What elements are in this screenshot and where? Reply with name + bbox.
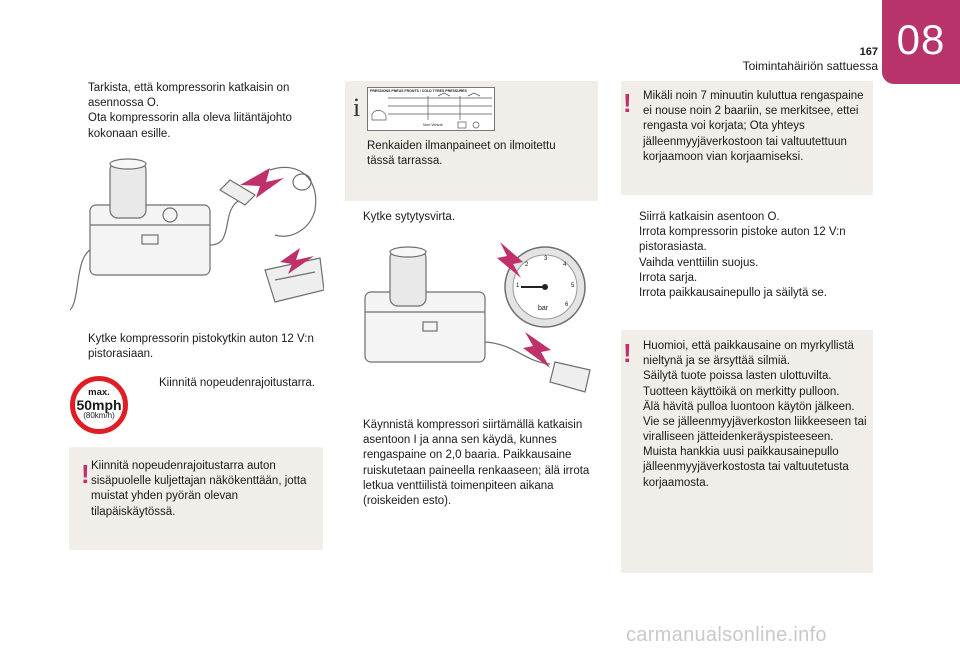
- speed-bullet-list: Kiinnitä nopeudenrajoitustarra.: [141, 376, 326, 391]
- list-item: Ota kompressorin alla oleva liitäntäjoht…: [88, 112, 292, 140]
- compressor-plug-illustration: [69, 150, 325, 318]
- gauge-tick: 3: [544, 256, 548, 262]
- watermark: carmanualsonline.info: [626, 624, 827, 646]
- warning-text: Huomioi, että paikkausaine on myrkyllist…: [643, 340, 867, 489]
- gauge-tick: 6: [565, 302, 569, 308]
- speed-sign-kmh: (80km/h): [83, 410, 115, 420]
- gauge-tick: 5: [571, 283, 575, 289]
- warning-text: Kiinnitä nopeudenrajoitustarra auton sis…: [91, 460, 307, 518]
- list-item: Siirrä katkaisin asentoon O.: [639, 211, 780, 223]
- compressor-gauge-illustration: bar 1 2 3 4 5 6: [345, 232, 599, 402]
- finish-bullet-list: Siirrä katkaisin asentoon O. Irrota komp…: [621, 210, 871, 301]
- gauge-tick: 2: [525, 262, 529, 268]
- list-item: Irrota paikkausainepullo ja säilytä se.: [639, 286, 827, 299]
- warning-text: Mikäli noin 7 minuutin kuluttua rengaspa…: [643, 90, 864, 163]
- info-box-tyre-label: i PRESSIONS PNEUS FRONTS / COLD TYRES PR…: [345, 81, 598, 201]
- start-bullet-list: Käynnistä kompressori siirtämällä katkai…: [345, 418, 600, 509]
- intro-bullet-list: Tarkista, että kompressorin katkaisin on…: [70, 81, 320, 142]
- speed-sign-mph: 50mph: [76, 396, 122, 413]
- page-number: 167: [859, 46, 878, 58]
- list-item: Irrota sarja.: [639, 271, 698, 284]
- speed-sign-max: max.: [88, 387, 110, 398]
- warning-icon: !: [81, 459, 90, 489]
- section-title: Toimintahäiriön sattuessa: [742, 59, 878, 73]
- warning-box-pressure: ! Mikäli noin 7 minuutin kuluttua rengas…: [621, 81, 873, 195]
- warning-icon: !: [623, 338, 632, 368]
- chapter-number: 08: [896, 16, 946, 63]
- chapter-tab: 08: [882, 0, 960, 84]
- tyre-pressure-label-image: PRESSIONS PNEUS FRONTS / COLD TYRES PRES…: [367, 87, 495, 131]
- list-item: Tarkista, että kompressorin katkaisin on…: [88, 82, 290, 110]
- list-item: Kytke kompressorin pistokytkin auton 12 …: [88, 333, 314, 361]
- list-item: Kytke sytytysvirta.: [363, 211, 456, 223]
- plug-bullet-list: Kytke kompressorin pistokytkin auton 12 …: [70, 332, 320, 362]
- list-item: Kiinnitä nopeudenrajoitustarra.: [159, 377, 315, 389]
- gauge-tick: 1: [516, 283, 520, 289]
- info-icon: i: [353, 93, 361, 122]
- list-item: Irrota kompressorin pistoke auton 12 V:n…: [639, 226, 846, 254]
- info-text: Renkaiden ilmanpaineet on ilmoitettu täs…: [367, 140, 556, 168]
- list-item: Käynnistä kompressori siirtämällä katkai…: [363, 419, 590, 507]
- gauge-unit: bar: [538, 305, 549, 312]
- warning-box-speed: ! Kiinnitä nopeudenrajoitustarra auton s…: [69, 447, 323, 550]
- speed-limit-sticker: max. 50mph (80km/h): [70, 376, 128, 434]
- list-item: Vaihda venttiilin suojus.: [639, 256, 759, 269]
- warning-box-sealant: ! Huomioi, että paikkausaine on myrkylli…: [621, 330, 873, 573]
- warning-icon: !: [623, 88, 632, 118]
- ignition-bullet-list: Kytke sytytysvirta.: [345, 210, 595, 225]
- gauge-tick: 4: [563, 262, 567, 268]
